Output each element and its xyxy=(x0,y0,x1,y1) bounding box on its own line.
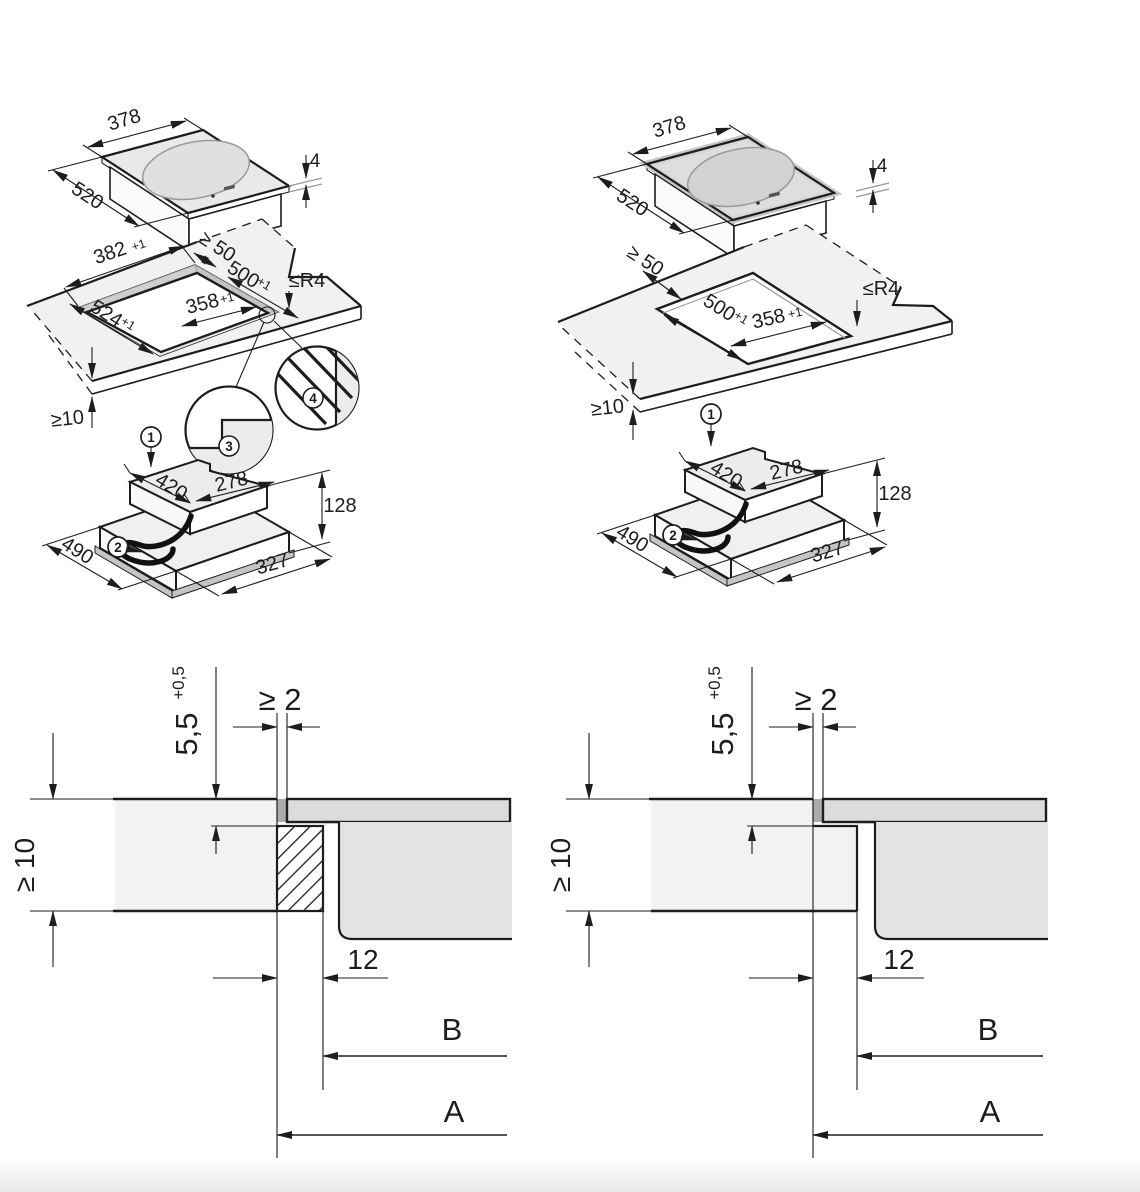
cooking-zone xyxy=(141,139,251,201)
svg-text:378: 378 xyxy=(105,105,143,136)
svg-text:490: 490 xyxy=(612,521,652,557)
svg-text:≥ 2: ≥ 2 xyxy=(259,682,302,717)
svg-text:+0,5: +0,5 xyxy=(705,666,724,700)
detail-seal-number: 4 xyxy=(309,391,317,406)
dim-378: 378 xyxy=(82,105,204,158)
dim-a: A xyxy=(276,1094,507,1139)
svg-text:12: 12 xyxy=(347,944,378,975)
svg-text:≤R4: ≤R4 xyxy=(863,278,900,300)
svg-text:A: A xyxy=(980,1094,1001,1129)
svg-text:≥10: ≥10 xyxy=(590,395,625,420)
svg-text:+1: +1 xyxy=(254,274,274,293)
svg-text:+1: +1 xyxy=(130,236,148,254)
svg-text:A: A xyxy=(444,1094,465,1129)
callout-1: 1 xyxy=(700,403,722,447)
unit-isometric-left: 1 2 420 278 128 490 327 xyxy=(41,426,357,599)
svg-text:2: 2 xyxy=(669,528,677,543)
svg-text:≥ 10: ≥ 10 xyxy=(545,838,576,892)
detail-circle-seal: 4 xyxy=(274,345,360,431)
dim-corner-radius: ≤R4 xyxy=(853,278,900,327)
svg-text:12: 12 xyxy=(883,944,914,975)
svg-text:378: 378 xyxy=(650,112,688,143)
svg-text:≥ 10: ≥ 10 xyxy=(9,838,40,892)
svg-text:5,5: 5,5 xyxy=(705,712,740,755)
cross-section-left: ≥ 10 5,5 +0,5 ≥ 2 12 B A xyxy=(9,666,512,1158)
hob-isometric-right: 378 520 4 xyxy=(592,112,890,260)
hole-depth-lines xyxy=(662,278,846,339)
svg-text:2: 2 xyxy=(114,540,122,555)
svg-text:490: 490 xyxy=(57,533,97,569)
svg-text:4: 4 xyxy=(877,156,888,177)
dim-min-thickness: ≥10 xyxy=(590,362,637,440)
sensor-dot xyxy=(211,194,215,198)
detail-step-number: 3 xyxy=(225,439,233,454)
dim-4: 4 xyxy=(288,151,323,208)
svg-text:4: 4 xyxy=(310,151,321,172)
cutout-isometric-left: 382 +1 ≥ 50 500 +1 ≤R4 524 +1 358 +1 ≥10… xyxy=(26,218,362,475)
dim-b: B xyxy=(856,1012,1043,1060)
cooking-zone xyxy=(686,146,796,208)
worktop-step-edge xyxy=(813,824,859,911)
worktop-section xyxy=(115,799,277,911)
svg-text:+1: +1 xyxy=(218,290,235,307)
dim-corner-radius: ≤R4 xyxy=(285,270,326,309)
dim-min-thickness: ≥10 xyxy=(50,347,96,432)
detail-leader-lines xyxy=(235,320,303,388)
svg-text:128: 128 xyxy=(878,483,911,505)
cross-section-right: ≥ 10 5,5 +0,5 ≥ 2 12 B A xyxy=(545,666,1048,1158)
footer-gradient-bar xyxy=(0,1158,1140,1192)
dim-thickness: ≥ 10 xyxy=(545,733,651,967)
worktop-section xyxy=(651,799,857,911)
extension-lines xyxy=(812,713,858,1158)
unit-isometric-right: 2 420 278 128 490 327 xyxy=(596,446,912,587)
svg-text:382: 382 xyxy=(91,237,130,269)
svg-text:+1: +1 xyxy=(118,314,138,333)
control-mark xyxy=(768,191,780,198)
svg-text:5,5: 5,5 xyxy=(169,712,204,755)
glass-section xyxy=(285,797,512,824)
extension-lines xyxy=(276,713,324,1158)
callout-1: 1 xyxy=(140,426,162,468)
svg-text:+0,5: +0,5 xyxy=(169,666,188,700)
dim-gap: ≥ 2 xyxy=(769,682,856,731)
dim-b: B xyxy=(322,1012,507,1060)
seal-strip-hatched xyxy=(275,824,325,913)
sensor-dot xyxy=(756,201,760,205)
dim-128: 128 xyxy=(821,457,912,542)
svg-text:128: 128 xyxy=(323,495,356,517)
dim-edge-offset: 12 xyxy=(213,944,388,982)
svg-text:1: 1 xyxy=(707,407,715,422)
dim-thickness: ≥ 10 xyxy=(9,733,115,967)
dim-327: 327 xyxy=(730,519,888,585)
dim-a: A xyxy=(812,1094,1043,1139)
svg-text:≥10: ≥10 xyxy=(50,406,85,431)
svg-text:B: B xyxy=(978,1012,999,1047)
svg-text:≥ 2: ≥ 2 xyxy=(795,682,838,717)
hob-isometric-left: 378 520 4 xyxy=(47,105,323,253)
dim-gap: ≥ 2 xyxy=(233,682,320,731)
seal-hatch-lines xyxy=(275,346,359,426)
svg-text:B: B xyxy=(442,1012,463,1047)
glass-section xyxy=(821,797,1048,824)
dim-rebate-depth: 5,5 +0,5 xyxy=(705,666,813,854)
dim-4: 4 xyxy=(855,156,890,213)
svg-text:≥ 50: ≥ 50 xyxy=(623,241,668,281)
dim-128: 128 xyxy=(266,469,357,554)
hob-body-section xyxy=(875,822,1048,939)
svg-text:1: 1 xyxy=(147,430,155,445)
cutout-isometric-right: ≥ 50 500 +1 358 +1 ≤R4 ≥10 1 xyxy=(557,224,953,447)
detail-marker-circle xyxy=(258,306,276,324)
svg-text:≤R4: ≤R4 xyxy=(289,270,326,292)
joint-gap-fill xyxy=(813,799,823,822)
dim-edge-offset: 12 xyxy=(749,944,924,982)
dim-rebate-depth: 5,5 +0,5 xyxy=(169,666,277,854)
joint-gap-fill xyxy=(277,799,287,822)
svg-text:+1: +1 xyxy=(787,305,804,322)
hob-body-section xyxy=(339,822,512,939)
control-mark xyxy=(223,184,235,191)
